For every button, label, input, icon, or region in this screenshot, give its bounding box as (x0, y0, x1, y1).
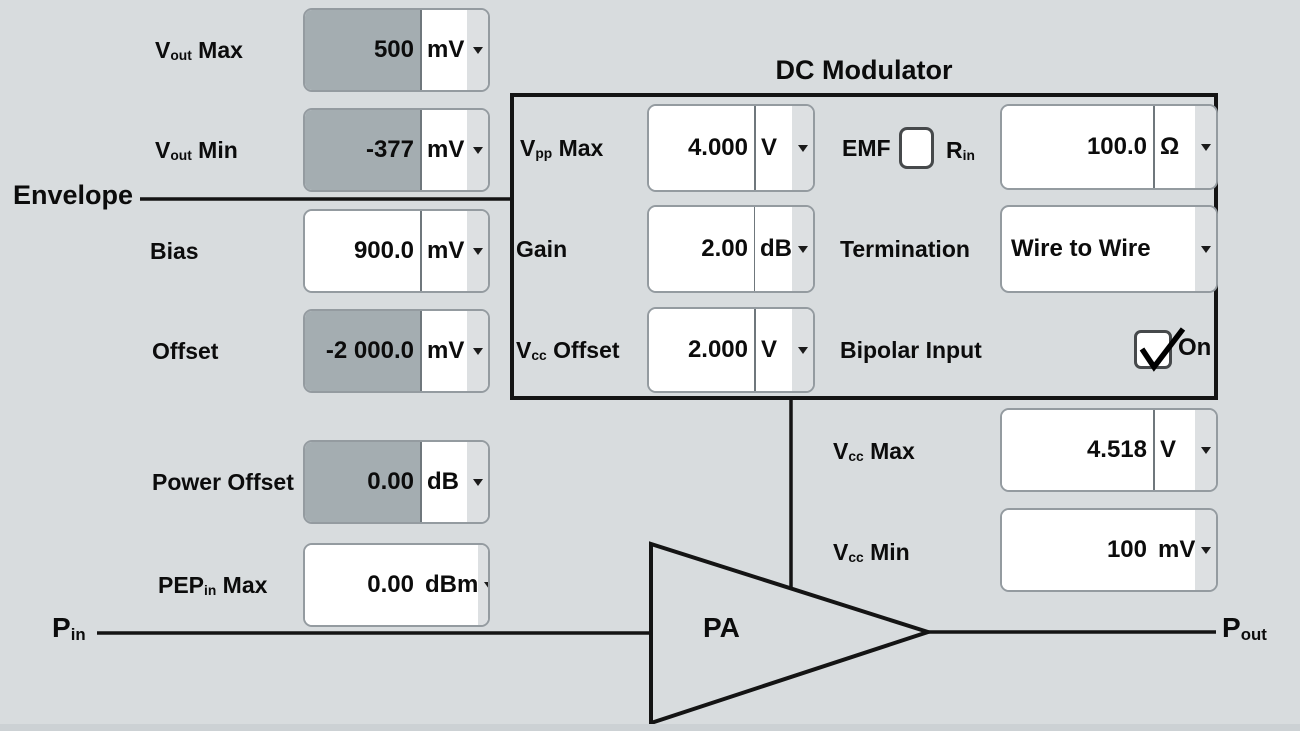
termination-dropdown[interactable]: Wire to Wire (1000, 205, 1218, 293)
gain-field[interactable]: 2.00 dB (647, 205, 815, 293)
pa-amplifier-triangle (649, 541, 935, 726)
rin-field[interactable]: 100.0 Ω (1000, 104, 1218, 190)
vcc-max-field[interactable]: 4.518 V (1000, 408, 1218, 492)
vcc-min-label: Vcc Min (833, 539, 910, 566)
power-offset-unit[interactable]: dB (422, 442, 467, 522)
value-unit-separator (1153, 106, 1155, 188)
value-unit-separator (420, 211, 422, 291)
dropdown-arrow-icon[interactable] (467, 110, 488, 190)
value-unit-separator (754, 207, 755, 291)
envelope-label: Envelope (13, 180, 134, 210)
rin-unit[interactable]: Ω (1155, 106, 1195, 188)
vout-min-label: Vout Min (155, 137, 238, 164)
termination-value[interactable]: Wire to Wire (1011, 235, 1151, 262)
power-offset-field[interactable]: 0.00 dB (303, 440, 490, 524)
vout-max-label: Vout Max (155, 37, 243, 64)
pep-in-max-field[interactable]: 0.00 dBm (303, 543, 490, 627)
bias-unit[interactable]: mV (422, 211, 467, 291)
power-offset-value[interactable]: 0.00 (305, 442, 420, 522)
window-bottom-edge (0, 724, 1300, 731)
dropdown-arrow-icon[interactable] (467, 442, 488, 522)
value-unit-separator (420, 10, 422, 90)
power-offset-label: Power Offset (152, 469, 294, 495)
gain-label: Gain (516, 236, 568, 262)
dropdown-arrow-icon[interactable] (1195, 410, 1216, 490)
dropdown-arrow-icon[interactable] (1195, 207, 1216, 291)
pout-label: Pout (1222, 612, 1267, 645)
emf-checkbox[interactable] (899, 127, 934, 169)
value-unit-separator (754, 309, 756, 391)
bias-field[interactable]: 900.0 mV (303, 209, 490, 293)
dropdown-arrow-icon[interactable] (467, 311, 488, 391)
dropdown-arrow-icon[interactable] (1195, 106, 1216, 188)
vout-min-value[interactable]: -377 (305, 110, 420, 190)
dc-modulator-title: DC Modulator (775, 55, 953, 85)
pa-label: PA (703, 612, 740, 643)
vcc-offset-label: Vcc Offset (516, 337, 620, 364)
pep-in-max-label: PEPin Max (158, 572, 268, 599)
vcc-max-value[interactable]: 4.518 (1002, 410, 1153, 490)
vpp-max-field[interactable]: 4.000 V (647, 104, 815, 192)
bipolar-input-label: Bipolar Input (840, 337, 982, 363)
pep-in-max-value[interactable]: 0.00 (305, 545, 420, 625)
dropdown-arrow-icon[interactable] (792, 106, 813, 190)
vpp-max-unit[interactable]: V (756, 106, 792, 190)
termination-label: Termination (840, 236, 970, 262)
pep-in-max-unit[interactable]: dBm (420, 545, 479, 625)
value-unit-separator (420, 311, 422, 391)
offset-label: Offset (152, 338, 219, 364)
gain-unit[interactable]: dB (755, 207, 792, 291)
vcc-min-value[interactable]: 100 (1002, 510, 1153, 590)
vout-min-field[interactable]: -377 mV (303, 108, 490, 192)
vcc-offset-value[interactable]: 2.000 (649, 309, 754, 391)
value-unit-separator (1153, 410, 1155, 490)
gain-value[interactable]: 2.00 (649, 207, 754, 291)
bias-label: Bias (150, 238, 199, 264)
vout-max-field[interactable]: 500 mV (303, 8, 490, 92)
dropdown-arrow-icon[interactable] (1195, 510, 1216, 590)
vcc-max-unit[interactable]: V (1155, 410, 1195, 490)
vout-max-value[interactable]: 500 (305, 10, 420, 90)
bipolar-input-checkbox[interactable] (1134, 327, 1186, 372)
vcc-offset-unit[interactable]: V (756, 309, 792, 391)
bias-value[interactable]: 900.0 (305, 211, 420, 291)
emf-label: EMF (842, 135, 891, 161)
vpp-max-value[interactable]: 4.000 (649, 106, 754, 190)
bipolar-input-on-label: On (1178, 334, 1212, 361)
offset-value[interactable]: -2 000.0 (305, 311, 420, 391)
offset-unit[interactable]: mV (422, 311, 467, 391)
dropdown-arrow-icon[interactable] (792, 309, 813, 391)
value-unit-separator (420, 442, 422, 522)
vpp-max-label: Vpp Max (520, 135, 604, 162)
vcc-min-field[interactable]: 100 mV (1000, 508, 1218, 592)
dropdown-arrow-icon[interactable] (478, 545, 488, 625)
dropdown-arrow-icon[interactable] (467, 10, 488, 90)
vout-min-unit[interactable]: mV (422, 110, 467, 190)
rin-value[interactable]: 100.0 (1002, 106, 1153, 188)
vcc-min-unit[interactable]: mV (1153, 510, 1196, 590)
value-unit-separator (420, 110, 422, 190)
dropdown-arrow-icon[interactable] (467, 211, 488, 291)
dropdown-arrow-icon[interactable] (792, 207, 813, 291)
vcc-max-label: Vcc Max (833, 438, 915, 465)
pin-label: Pin (52, 612, 86, 645)
vout-max-unit[interactable]: mV (422, 10, 467, 90)
vcc-offset-field[interactable]: 2.000 V (647, 307, 815, 393)
offset-field[interactable]: -2 000.0 mV (303, 309, 490, 393)
value-unit-separator (754, 106, 756, 190)
rin-label: Rin (946, 137, 975, 164)
